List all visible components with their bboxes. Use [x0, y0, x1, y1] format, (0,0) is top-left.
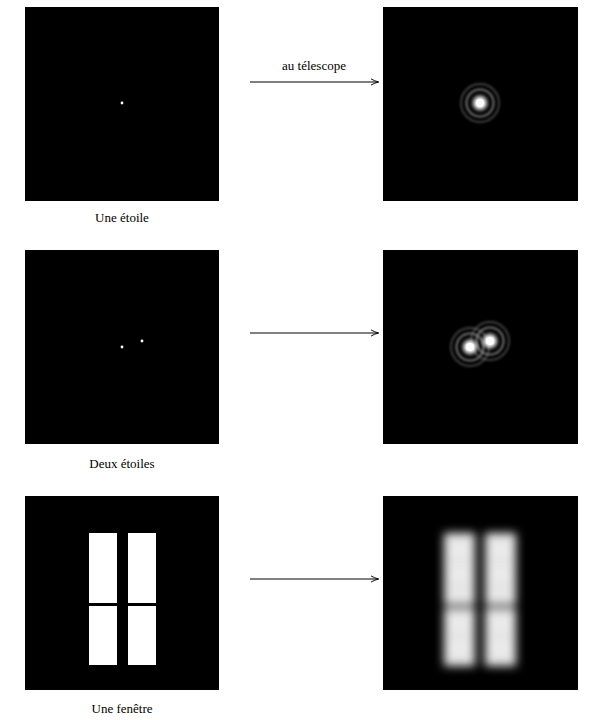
- arrow: [250, 333, 378, 334]
- airy-pattern: [451, 322, 509, 366]
- arrow-label: au télescope: [282, 58, 346, 74]
- sky-square: [25, 496, 219, 690]
- star-point: [121, 102, 124, 105]
- image-square: [383, 7, 578, 201]
- arrow: [250, 82, 378, 83]
- sky-square: [25, 7, 219, 201]
- star-point: [141, 340, 144, 343]
- image-square: [383, 250, 578, 444]
- caption: Une fenêtre: [92, 701, 153, 717]
- airy-pattern: [461, 84, 499, 122]
- star-point: [121, 346, 124, 349]
- blurred-window: [444, 533, 516, 666]
- arrow: [250, 579, 378, 580]
- window-shape: [89, 533, 156, 665]
- caption: Une étoile: [95, 210, 149, 226]
- caption: Deux étoiles: [89, 456, 154, 472]
- sky-square: [25, 250, 219, 444]
- image-square: [383, 496, 578, 690]
